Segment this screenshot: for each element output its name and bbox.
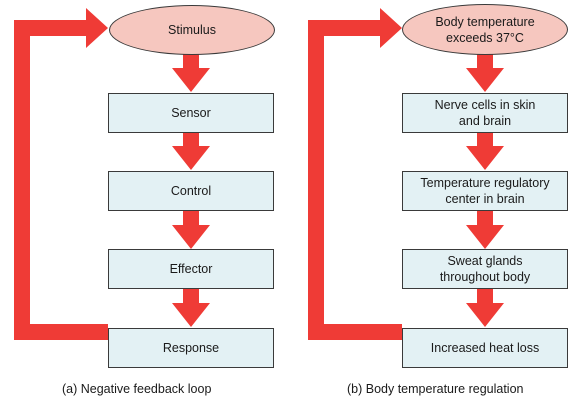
right-effector-line1: Sweat glands	[447, 254, 523, 268]
left-control-box: Control	[108, 171, 274, 211]
right-stimulus-line1: Body temperature	[435, 14, 535, 29]
right-control-line2: center in brain	[445, 192, 525, 206]
left-down-arrow-1	[172, 52, 210, 92]
right-response-label: Increased heat loss	[430, 341, 540, 355]
left-response-box: Response	[108, 328, 274, 368]
left-caption: (a) Negative feedback loop	[62, 382, 212, 396]
right-effector-box: Sweat glands throughout body	[402, 249, 568, 289]
right-stimulus-line2: exceeds 37°C	[446, 30, 524, 45]
right-sensor-box: Nerve cells in skin and brain	[402, 93, 568, 133]
right-down-arrow-3	[466, 211, 504, 249]
right-feedback-loop-arrow	[308, 8, 402, 340]
left-sensor-box: Sensor	[108, 93, 274, 133]
left-effector-box: Effector	[108, 249, 274, 289]
left-control-label: Control	[170, 184, 212, 198]
right-down-arrow-4	[466, 289, 504, 327]
right-response-box: Increased heat loss	[402, 328, 568, 368]
right-control-line1: Temperature regulatory	[420, 176, 550, 190]
right-effector-line2: throughout body	[439, 270, 531, 284]
left-response-label: Response	[162, 341, 220, 355]
right-control-box: Temperature regulatory center in brain	[402, 171, 568, 211]
right-down-arrow-2	[466, 133, 504, 170]
right-stimulus-oval: Body temperature exceeds 37°C	[402, 4, 568, 55]
left-down-arrow-2	[172, 133, 210, 170]
right-caption: (b) Body temperature regulation	[347, 382, 524, 396]
left-effector-label: Effector	[169, 262, 213, 276]
left-down-arrow-4	[172, 289, 210, 327]
right-sensor-line1: Nerve cells in skin	[434, 98, 536, 112]
left-sensor-label: Sensor	[171, 106, 211, 120]
right-down-arrow-1	[466, 52, 504, 92]
left-stimulus-label: Stimulus	[168, 23, 216, 37]
left-stimulus-oval: Stimulus	[109, 5, 275, 55]
left-feedback-loop-arrow	[14, 8, 108, 340]
left-down-arrow-3	[172, 211, 210, 249]
right-sensor-line2: and brain	[458, 114, 512, 128]
